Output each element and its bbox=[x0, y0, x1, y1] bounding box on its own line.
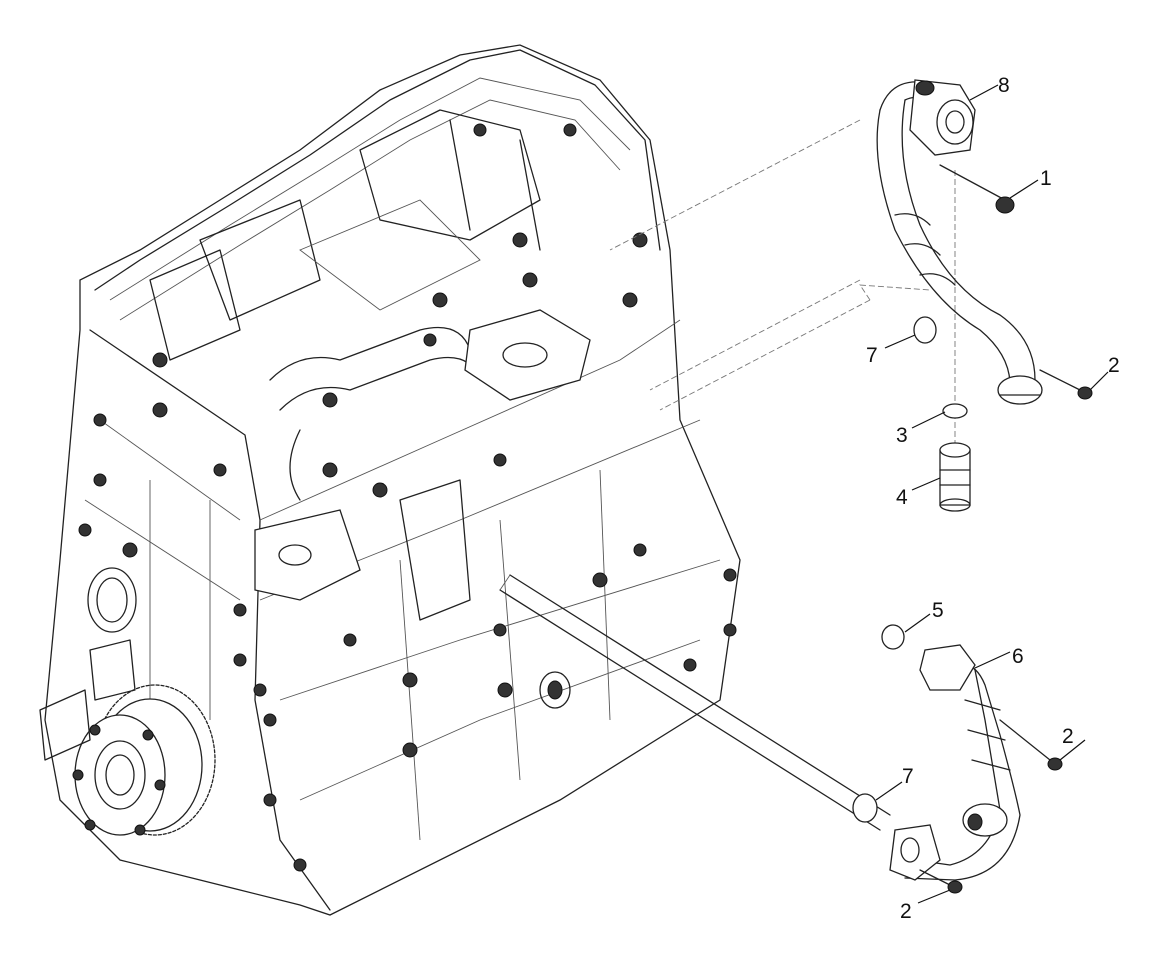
callout-label: 2 bbox=[1062, 725, 1074, 748]
upper-pipe-assembly bbox=[876, 79, 1043, 405]
callout-label: 8 bbox=[998, 74, 1010, 97]
callout-5: 5 bbox=[904, 599, 944, 633]
part-4-fitting bbox=[939, 442, 971, 512]
part-5-washer bbox=[881, 624, 905, 650]
part-2-bolt-bottom bbox=[919, 869, 963, 894]
callout-3: 3 bbox=[896, 411, 946, 447]
callout-label: 7 bbox=[902, 765, 914, 788]
callout-4: 4 bbox=[896, 477, 941, 509]
part-2-bolt-upper bbox=[1039, 369, 1093, 400]
callout-label: 3 bbox=[896, 424, 908, 447]
callout-2-upper: 2 bbox=[1089, 354, 1120, 391]
part-1-bolt bbox=[939, 164, 1015, 214]
callout-label: 1 bbox=[1040, 167, 1052, 190]
long-tube bbox=[499, 574, 891, 831]
callout-label: 4 bbox=[896, 486, 908, 509]
engine-block bbox=[39, 44, 741, 916]
callout-7-lower: 7 bbox=[875, 765, 914, 801]
callout-8: 8 bbox=[969, 74, 1010, 101]
callout-1: 1 bbox=[1009, 167, 1052, 199]
part-2-bolt-middle bbox=[999, 719, 1063, 771]
callout-label: 2 bbox=[900, 900, 912, 923]
callout-label: 2 bbox=[1108, 354, 1120, 377]
callout-2-bottom: 2 bbox=[900, 889, 951, 923]
lower-pipe-assembly bbox=[889, 644, 1021, 881]
callout-7-upper: 7 bbox=[866, 334, 916, 367]
crank-pulley bbox=[72, 714, 166, 836]
part-7-oring-lower bbox=[852, 793, 878, 823]
callout-6: 6 bbox=[974, 645, 1024, 669]
callout-2-middle: 2 bbox=[1059, 725, 1086, 761]
callout-label: 7 bbox=[866, 344, 878, 367]
callout-label: 5 bbox=[932, 599, 944, 622]
part-3-washer bbox=[942, 403, 968, 419]
part-7-oring-upper bbox=[913, 316, 937, 344]
callout-label: 6 bbox=[1012, 645, 1024, 668]
